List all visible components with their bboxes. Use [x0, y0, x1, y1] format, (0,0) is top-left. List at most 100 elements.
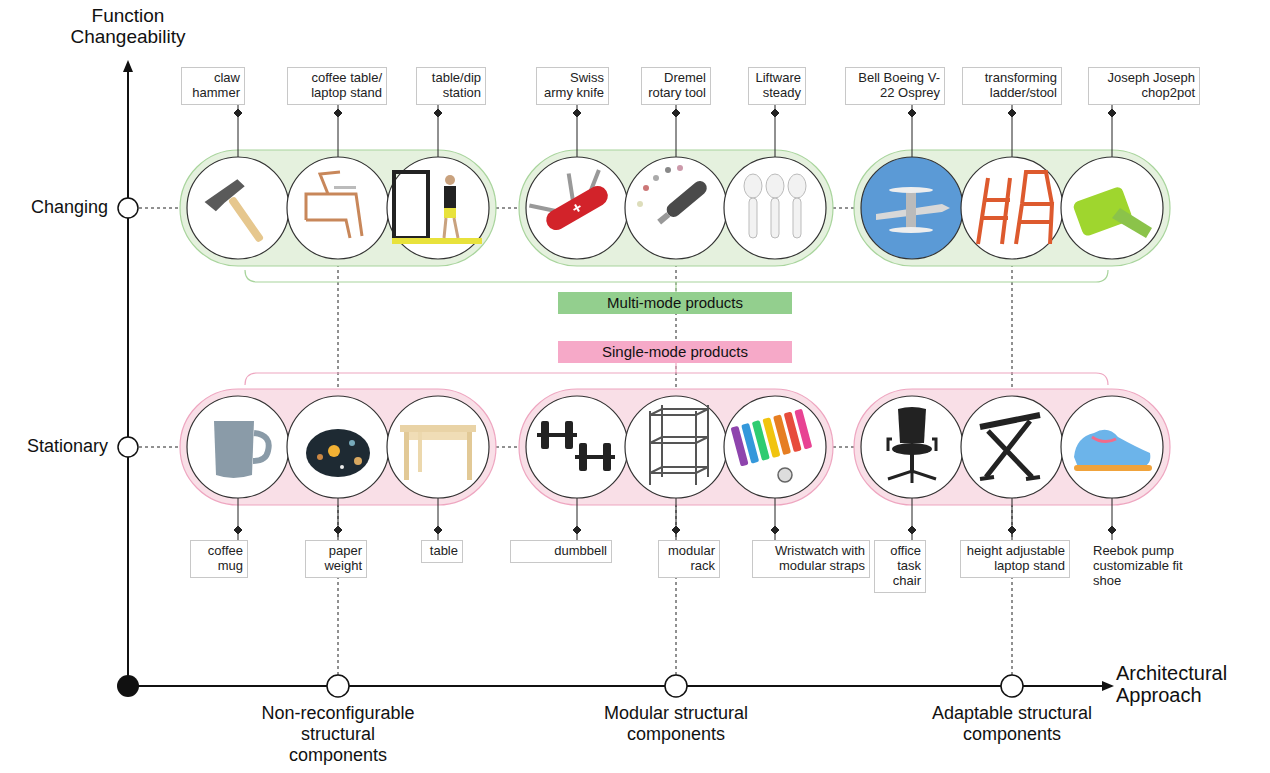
product-photo-circle	[961, 396, 1063, 498]
axis-tick	[117, 198, 1023, 697]
axis-tick	[118, 437, 138, 457]
product-label: dumbbell	[510, 540, 612, 563]
node-text: coffee table/ laptop stand	[292, 71, 382, 101]
table-icon	[400, 425, 476, 480]
table-icon	[404, 432, 409, 480]
single-mode-pill	[180, 389, 1170, 505]
product-photo-circle	[625, 396, 727, 498]
rack-icon	[650, 405, 708, 485]
product-label: Dremel rotary tool	[641, 67, 711, 105]
node-text: Multi-mode products	[562, 294, 788, 312]
paperweight-icon	[349, 440, 355, 446]
product-label: coffee table/ laptop stand	[287, 67, 387, 105]
dip-station-icon	[392, 238, 482, 244]
laptop-stand-icon	[986, 421, 1032, 477]
leader-line	[234, 105, 1116, 540]
shoe-icon	[1074, 465, 1152, 471]
rack-icon	[650, 409, 708, 473]
spoon-icon	[766, 174, 784, 198]
rack-icon	[650, 405, 708, 485]
axis-tick	[665, 675, 687, 697]
dumbbell-icon	[541, 421, 549, 449]
chopping-board-icon	[1072, 186, 1152, 238]
group-bracket	[675, 362, 676, 373]
product-photo-circle	[287, 157, 389, 259]
guide-line	[139, 157, 1012, 675]
axis-tick	[118, 198, 138, 218]
product-photo-circle	[724, 396, 826, 498]
axis-tick-label: Changing	[0, 197, 108, 219]
office-chair-icon	[888, 407, 936, 483]
spoon-icon	[793, 198, 801, 238]
rotary-tool-icon	[665, 167, 671, 173]
product-label: Joseph Joseph chop2pot	[1088, 67, 1200, 105]
shoe-icon	[1092, 437, 1116, 442]
axis-tick	[117, 675, 139, 697]
leader-line	[908, 526, 916, 534]
rotary-tool-icon	[653, 175, 659, 181]
node-text: Reebok pump customizable fit shoe	[1093, 544, 1205, 589]
guide-line	[833, 208, 854, 209]
shoe-icon	[1074, 430, 1150, 467]
leader-line	[1008, 526, 1016, 534]
node-text: Bell Boeing V-22 Osprey	[850, 71, 940, 101]
product-label: Reebok pump customizable fit shoe	[1088, 540, 1210, 593]
axis-title: Architectural Approach	[1116, 662, 1266, 706]
node-text: claw hammer	[186, 71, 240, 101]
leader-line	[908, 109, 916, 117]
leader-line	[1108, 526, 1116, 534]
leader-line	[234, 109, 242, 117]
guide-line	[139, 208, 180, 209]
ladder-stool-icon	[978, 172, 1052, 244]
node-text: Wristwatch with modular straps	[757, 544, 865, 574]
node-text: paper weight	[310, 544, 362, 574]
leader-line	[771, 526, 779, 534]
dip-station-icon	[444, 208, 456, 218]
shoe-icon	[1074, 430, 1152, 471]
aircraft-icon	[889, 227, 933, 233]
node-text: Joseph Joseph chop2pot	[1093, 71, 1195, 101]
dip-station-icon	[444, 186, 456, 208]
axis-tick-label: Adaptable structural components	[892, 703, 1132, 745]
group-bracket	[675, 282, 676, 292]
leader-line	[573, 526, 581, 534]
mug-icon	[214, 421, 269, 478]
node-text: dumbbell	[515, 544, 607, 559]
rotary-tool-icon	[677, 165, 683, 171]
leader-line	[334, 526, 342, 534]
product-label: claw hammer	[181, 67, 245, 105]
watch-strap-icon	[778, 468, 792, 482]
node-text: office task chair	[879, 544, 921, 589]
paperweight-icon	[340, 465, 344, 469]
product-label: height adjustable laptop stand	[960, 540, 1070, 578]
leader-line	[434, 526, 442, 534]
single-mode-pill	[180, 389, 496, 505]
laptop-stand-icon	[980, 415, 1040, 427]
multi-mode-pill	[519, 150, 833, 266]
dumbbell-icon	[537, 421, 615, 471]
laptop-stand-icon	[980, 477, 1040, 479]
leader-line	[334, 109, 342, 117]
office-chair-icon	[888, 439, 936, 451]
rotary-tool-icon	[655, 178, 710, 227]
rotary-tool-icon	[657, 212, 670, 224]
aircraft-icon	[876, 187, 950, 233]
paperweight-icon	[328, 445, 340, 457]
swiss-knife-icon	[525, 160, 615, 237]
axis-tick-label: Modular structural components	[556, 703, 796, 745]
dumbbell-icon	[565, 421, 573, 449]
swiss-knife-icon	[543, 182, 612, 233]
paperweight-icon	[306, 429, 370, 477]
leader-line	[1108, 109, 1116, 117]
coffee-table-icon	[306, 172, 362, 238]
product-label: Swiss army knife	[536, 67, 609, 105]
rotary-tool-icon	[637, 201, 643, 207]
product-label: coffee mug	[190, 540, 248, 578]
axis-tick-label: Stationary	[0, 436, 108, 458]
leader-line	[573, 109, 581, 117]
dumbbell-icon	[579, 443, 587, 471]
watch-strap-icon	[731, 409, 813, 482]
paperweight-icon	[317, 454, 323, 460]
watch-strap-icon	[794, 409, 812, 450]
product-photo-circle	[1061, 396, 1163, 498]
